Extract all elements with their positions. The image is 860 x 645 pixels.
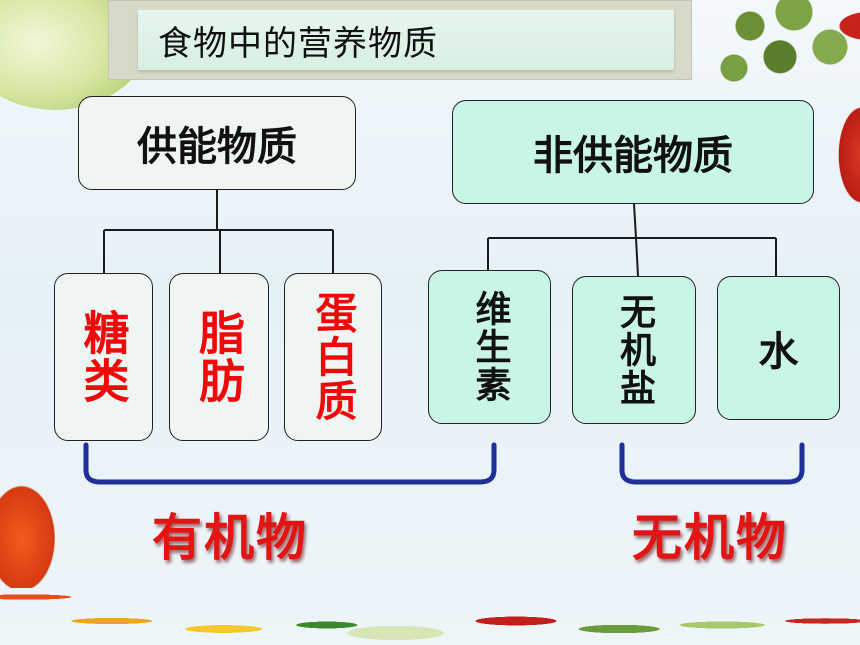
mineral-salt-label: 无机盐 (614, 293, 655, 407)
page-title: 食物中的营养物质 (158, 23, 438, 64)
water-label: 水 (758, 329, 799, 375)
connector-nonenergy-stem (633, 203, 637, 239)
broccoli-decoration (690, 0, 860, 110)
carbohydrate-box: 糖类 (54, 273, 153, 441)
connector-nonenergy-2 (635, 237, 639, 277)
energy-substances-label: 供能物质 (137, 124, 297, 170)
carbohydrate-label: 糖类 (76, 309, 131, 405)
water-box: 水 (717, 276, 840, 420)
energy-substances-box: 供能物质 (78, 96, 356, 190)
nonenergy-substances-label: 非供能物质 (533, 133, 733, 179)
organic-bracket (83, 442, 497, 485)
vitamin-label: 维生素 (469, 290, 511, 404)
title-bar: 食物中的营养物质 (138, 10, 674, 70)
fat-box: 脂肪 (169, 273, 269, 441)
red-pepper-decoration (835, 100, 860, 210)
inorganic-bracket (619, 442, 805, 485)
fat-label: 脂肪 (192, 309, 246, 405)
organic-group-label: 有机物 (152, 508, 308, 567)
mineral-salt-box: 无机盐 (572, 276, 696, 424)
protein-box: 蛋白质 (284, 273, 382, 441)
vegetables-band-decoration (0, 565, 860, 645)
nonenergy-substances-box: 非供能物质 (452, 100, 814, 204)
inorganic-group-label: 无机物 (632, 508, 788, 567)
vitamin-box: 维生素 (428, 270, 551, 424)
protein-label: 蛋白质 (309, 291, 358, 423)
